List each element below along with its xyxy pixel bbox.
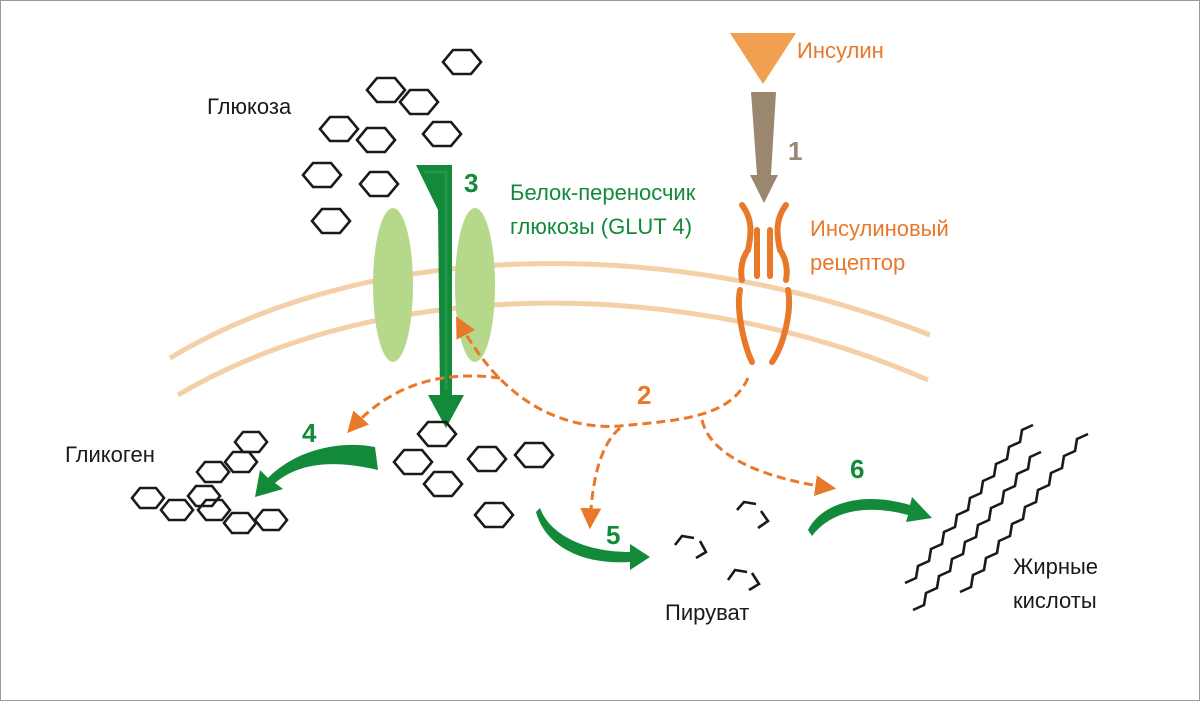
glucose-molecule (416, 420, 458, 448)
label-glycogen: Гликоген (65, 442, 155, 467)
glucose-molecule (358, 170, 400, 198)
step-4: 4 (302, 418, 317, 448)
step-6: 6 (850, 454, 864, 484)
glucose-molecule (466, 445, 508, 473)
insulin-binding-arrow (750, 92, 778, 203)
intracellular-glucose (392, 420, 555, 529)
step-5: 5 (606, 520, 620, 550)
label-receptor-line2: рецептор (810, 250, 905, 275)
glucose-molecule (365, 76, 407, 104)
insulin-receptor (735, 202, 792, 365)
glucose-molecule (301, 161, 343, 189)
glycogen-synthesis-arrow (255, 444, 378, 497)
label-glut4-line1: Белок-переносчик (510, 180, 696, 205)
glucose-molecule (318, 115, 360, 143)
glycogen-chain (130, 430, 289, 535)
glucose-molecule (422, 470, 464, 498)
pyruvate-molecules (673, 500, 770, 592)
fatty-acids (904, 423, 1089, 612)
glucose-molecules (301, 48, 483, 235)
signal-arrow-to-glycogen (347, 374, 501, 434)
label-glut4-line2: глюкозы (GLUT 4) (510, 214, 692, 239)
signal-arrow-to-glut4 (456, 316, 750, 428)
glycolysis-arrow (536, 508, 650, 570)
lipogenesis-arrow (808, 497, 932, 536)
glucose-molecule (441, 48, 483, 76)
cell-membrane (168, 261, 931, 398)
label-fatty-acids-line2: кислоты (1013, 588, 1097, 613)
step-3: 3 (464, 168, 478, 198)
glucose-molecule (421, 120, 463, 148)
step-2: 2 (637, 380, 651, 410)
glucose-molecule (398, 88, 440, 116)
step-1: 1 (788, 136, 802, 166)
label-pyruvate: Пируват (665, 600, 749, 625)
signaling-arrows (347, 316, 837, 530)
insulin-icon (730, 33, 796, 84)
label-receptor-line1: Инсулиновый (810, 216, 949, 241)
glucose-molecule (473, 501, 515, 529)
label-insulin: Инсулин (797, 38, 884, 63)
glucose-transport-arrow (416, 165, 464, 428)
signal-arrow-to-fatty-acids (700, 419, 837, 497)
label-glucose: Глюкоза (207, 94, 292, 119)
signal-arrow-to-pyruvate (580, 426, 621, 530)
glucose-molecule (513, 441, 555, 469)
glucose-molecule (310, 207, 352, 235)
glucose-molecule (392, 448, 434, 476)
label-fatty-acids-line1: Жирные (1013, 554, 1098, 579)
glut4-transporter (373, 208, 495, 362)
glucose-molecule (355, 126, 397, 154)
